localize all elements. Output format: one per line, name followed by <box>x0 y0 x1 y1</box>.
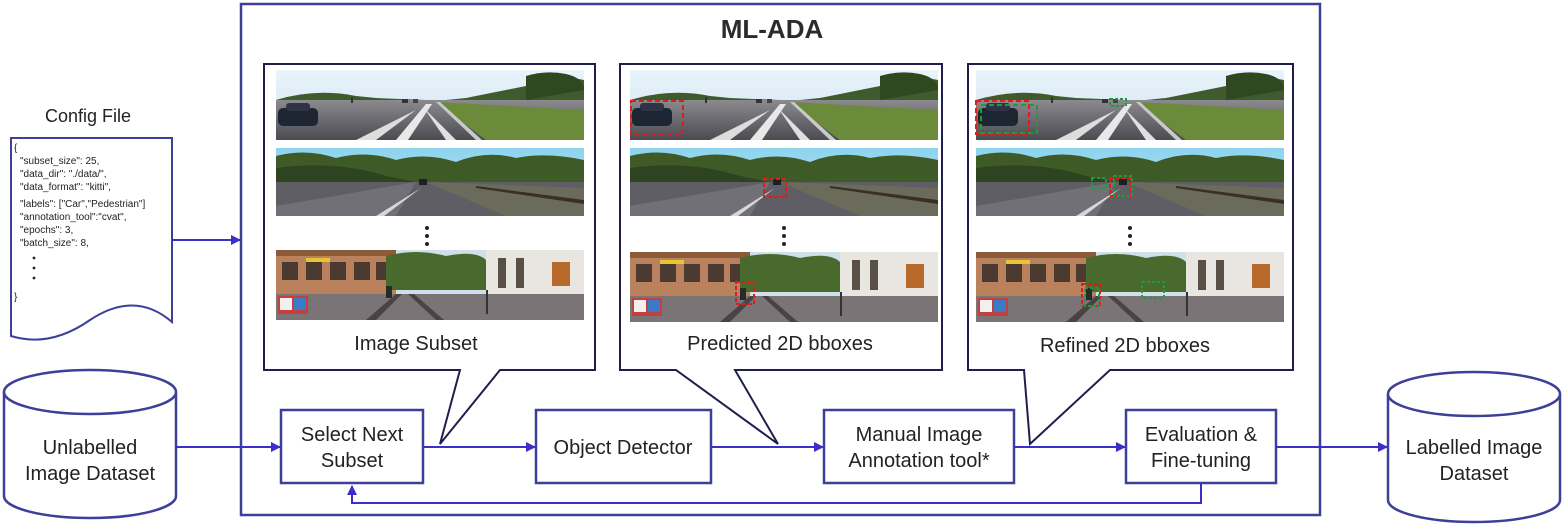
refined-car-bbox <box>980 104 1038 134</box>
panel-refined-label: Refined 2D bboxes <box>1040 335 1210 357</box>
config-line-5: "labels": ["Car","Pedestrian"] <box>20 199 145 210</box>
labelled-dataset-label-line1: Labelled Image <box>1406 437 1543 459</box>
panel-refined-bboxes: Refined 2D bboxes <box>967 63 1294 447</box>
config-file-content: { "subset_size": 25, "data_dir": "./data… <box>14 143 145 303</box>
refined-car-bbox <box>1113 175 1133 197</box>
diagram-title: ML-ADA <box>721 14 824 44</box>
panel-image-subset-label: Image Subset <box>354 333 478 355</box>
config-line-6: "annotation_tool":"cvat", <box>20 212 127 223</box>
labelled-dataset-cylinder: Labelled Image Dataset <box>1386 370 1562 524</box>
predicted-car-bbox <box>630 100 684 135</box>
config-line-8: "batch_size": 8, <box>20 238 89 249</box>
step-evaluation-finetuning: Evaluation & Fine-tuning <box>1124 408 1278 485</box>
labelled-dataset-label-line2: Dataset <box>1440 463 1509 485</box>
step-annotation-label-line1: Manual Image <box>856 424 983 446</box>
predicted-pedestrian-bbox <box>735 281 755 305</box>
unlabelled-dataset-label-line1: Unlabelled <box>43 437 138 459</box>
refined-pedestrian-bbox <box>1141 281 1165 299</box>
config-file-heading: Config File <box>45 106 131 126</box>
unlabelled-dataset-label-line2: Image Dataset <box>25 463 156 485</box>
panel-predicted-bboxes: Predicted 2D bboxes <box>619 63 943 445</box>
refined-removed-bbox <box>975 100 1030 135</box>
step-select-label-line1: Select Next <box>301 424 404 446</box>
step-annotation-label-line2: Annotation tool* <box>848 450 989 472</box>
step-select-label-line2: Subset <box>321 450 384 472</box>
config-line-4: "data_format": "kitti", <box>20 182 111 193</box>
config-line-1: { <box>14 143 18 154</box>
config-line-2: "subset_size": 25, <box>20 156 99 167</box>
step-object-detector: Object Detector <box>534 408 713 485</box>
config-line-7: "epochs": 3, <box>20 225 73 236</box>
refined-car-bbox <box>1109 98 1127 107</box>
panel-predicted-label: Predicted 2D bboxes <box>687 333 873 355</box>
predicted-car-bbox <box>763 178 787 198</box>
step-detector-label: Object Detector <box>554 437 693 459</box>
step-manual-annotation: Manual Image Annotation tool* <box>822 408 1016 485</box>
step-evaluation-label-line2: Fine-tuning <box>1151 450 1251 472</box>
unlabelled-dataset-cylinder: Unlabelled Image Dataset <box>2 368 178 520</box>
ml-ada-frame <box>239 2 1322 517</box>
arrow-feedback-loop <box>347 483 1202 504</box>
config-line-3: "data_dir": "./data/", <box>20 169 106 180</box>
refined-car-bbox <box>1091 177 1107 189</box>
config-file-shape <box>10 137 173 341</box>
refined-pedestrian-bbox <box>1084 287 1100 307</box>
config-line-9: } <box>14 292 18 303</box>
step-select-next-subset: Select Next Subset <box>279 408 425 485</box>
panel-image-subset: Image Subset <box>263 63 596 445</box>
step-evaluation-label-line1: Evaluation & <box>1145 424 1258 446</box>
